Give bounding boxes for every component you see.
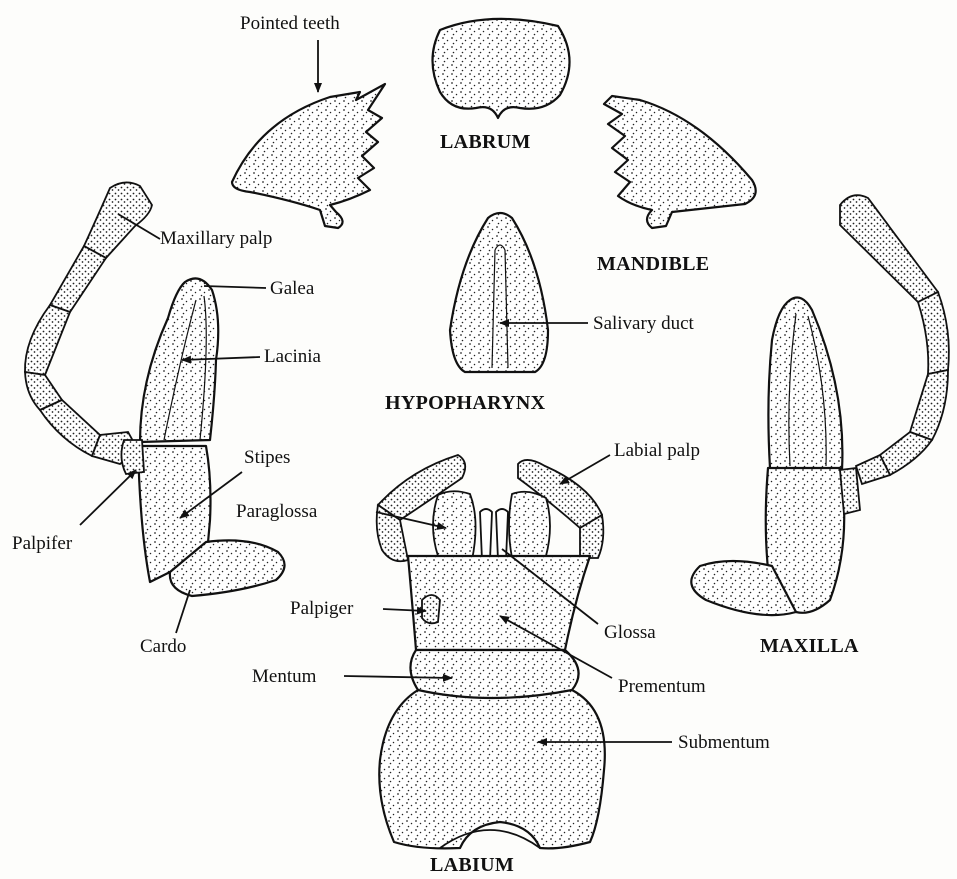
palpiger-label: Palpiger xyxy=(290,599,353,618)
prementum-label: Prementum xyxy=(618,677,706,696)
labium-shape xyxy=(377,455,605,848)
cardo-leader xyxy=(176,590,190,633)
glossa-label: Glossa xyxy=(604,623,656,642)
labial-palp-arrow xyxy=(560,455,610,484)
hypopharynx-title: HYPOPHARYNX xyxy=(385,393,545,413)
paraglossa-label: Paraglossa xyxy=(236,502,317,521)
galea-label: Galea xyxy=(270,279,314,298)
mentum-label: Mentum xyxy=(252,667,316,686)
maxilla-right-shape xyxy=(691,195,949,615)
lacinia-label: Lacinia xyxy=(264,347,321,366)
labial-palp-label: Labial palp xyxy=(614,441,700,460)
salivary-duct-label: Salivary duct xyxy=(593,314,694,333)
galea-leader xyxy=(204,286,266,288)
labrum-shape xyxy=(433,19,570,118)
mandible-left-shape xyxy=(232,84,385,228)
labium-title: LABIUM xyxy=(430,855,514,875)
mandible-right-shape xyxy=(604,96,756,228)
palpifer-arrow xyxy=(80,470,136,525)
hypopharynx-shape xyxy=(450,213,548,372)
labrum-title: LABRUM xyxy=(440,132,531,152)
maxilla-title: MAXILLA xyxy=(760,636,859,656)
stipes-label: Stipes xyxy=(244,448,290,467)
mandible-title: MANDIBLE xyxy=(597,254,709,274)
cardo-label: Cardo xyxy=(140,637,186,656)
pointed-teeth-label: Pointed teeth xyxy=(240,14,340,33)
submentum-label: Submentum xyxy=(678,733,770,752)
palpifer-label: Palpifer xyxy=(12,534,72,553)
maxillary-palp-label: Maxillary palp xyxy=(160,229,272,248)
